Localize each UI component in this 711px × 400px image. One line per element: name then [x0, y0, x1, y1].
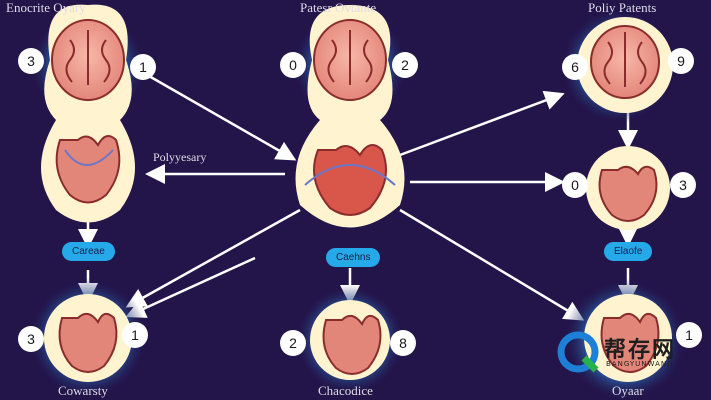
badge-bl-right: 1	[122, 322, 148, 348]
top-left-organ	[51, 19, 125, 101]
top-right-organ	[577, 17, 673, 113]
pill-center: Caehns	[326, 248, 381, 267]
arrow-extra-to-bl	[125, 256, 256, 318]
watermark-text: 帮存网	[604, 338, 677, 363]
bottom-center-organ	[310, 300, 390, 380]
badge-bl-left: 3	[18, 326, 44, 352]
bottom-right-organ	[584, 294, 672, 382]
watermark-subtext: BANGYUNWANG	[606, 360, 674, 368]
badge-tr-left: 6	[562, 54, 588, 80]
top-center-organ	[313, 19, 387, 101]
pill-left: Careae	[62, 242, 115, 261]
watermark: 帮存网 BANGYUNWANG	[556, 330, 696, 374]
badge-tl-right: 1	[130, 54, 156, 80]
top-right-title: Poliy Patents	[588, 0, 657, 15]
badge-tc-right: 2	[392, 52, 418, 78]
badge-tl-left: 3	[18, 48, 44, 74]
mid-right-organ	[586, 146, 670, 230]
badge-tr-right: 9	[668, 48, 694, 74]
badge-mr-right: 3	[670, 172, 696, 198]
badge-bc-right: 8	[390, 330, 416, 356]
top-left-title: Enocrite Oyary	[6, 0, 86, 15]
bottom-right-caption: Oyaar	[612, 383, 644, 398]
watermark-logo-icon	[557, 331, 599, 373]
top-center-title: Patesr Ovtante	[300, 0, 377, 15]
bottom-left-organ	[44, 294, 132, 382]
bottom-left-caption: Cowarsty	[58, 383, 108, 398]
pill-right: Elaofe	[604, 242, 653, 261]
arrow-tl-to-center	[141, 70, 297, 161]
badge-br-right: 1	[676, 322, 702, 348]
badge-mr-left: 0	[562, 172, 588, 198]
arrow-center-to-br	[399, 208, 585, 321]
arrow-center-to-bl	[125, 208, 301, 308]
badge-bc-left: 2	[280, 330, 306, 356]
badge-tc-left: 0	[280, 52, 306, 78]
mid-center-organ	[304, 144, 396, 216]
arrow-center-to-tr	[399, 90, 565, 157]
bottom-center-caption: Chacodice	[318, 383, 373, 398]
mid-left-arrow-label: Polyyesary	[153, 150, 207, 164]
mid-left-organ	[55, 135, 121, 204]
